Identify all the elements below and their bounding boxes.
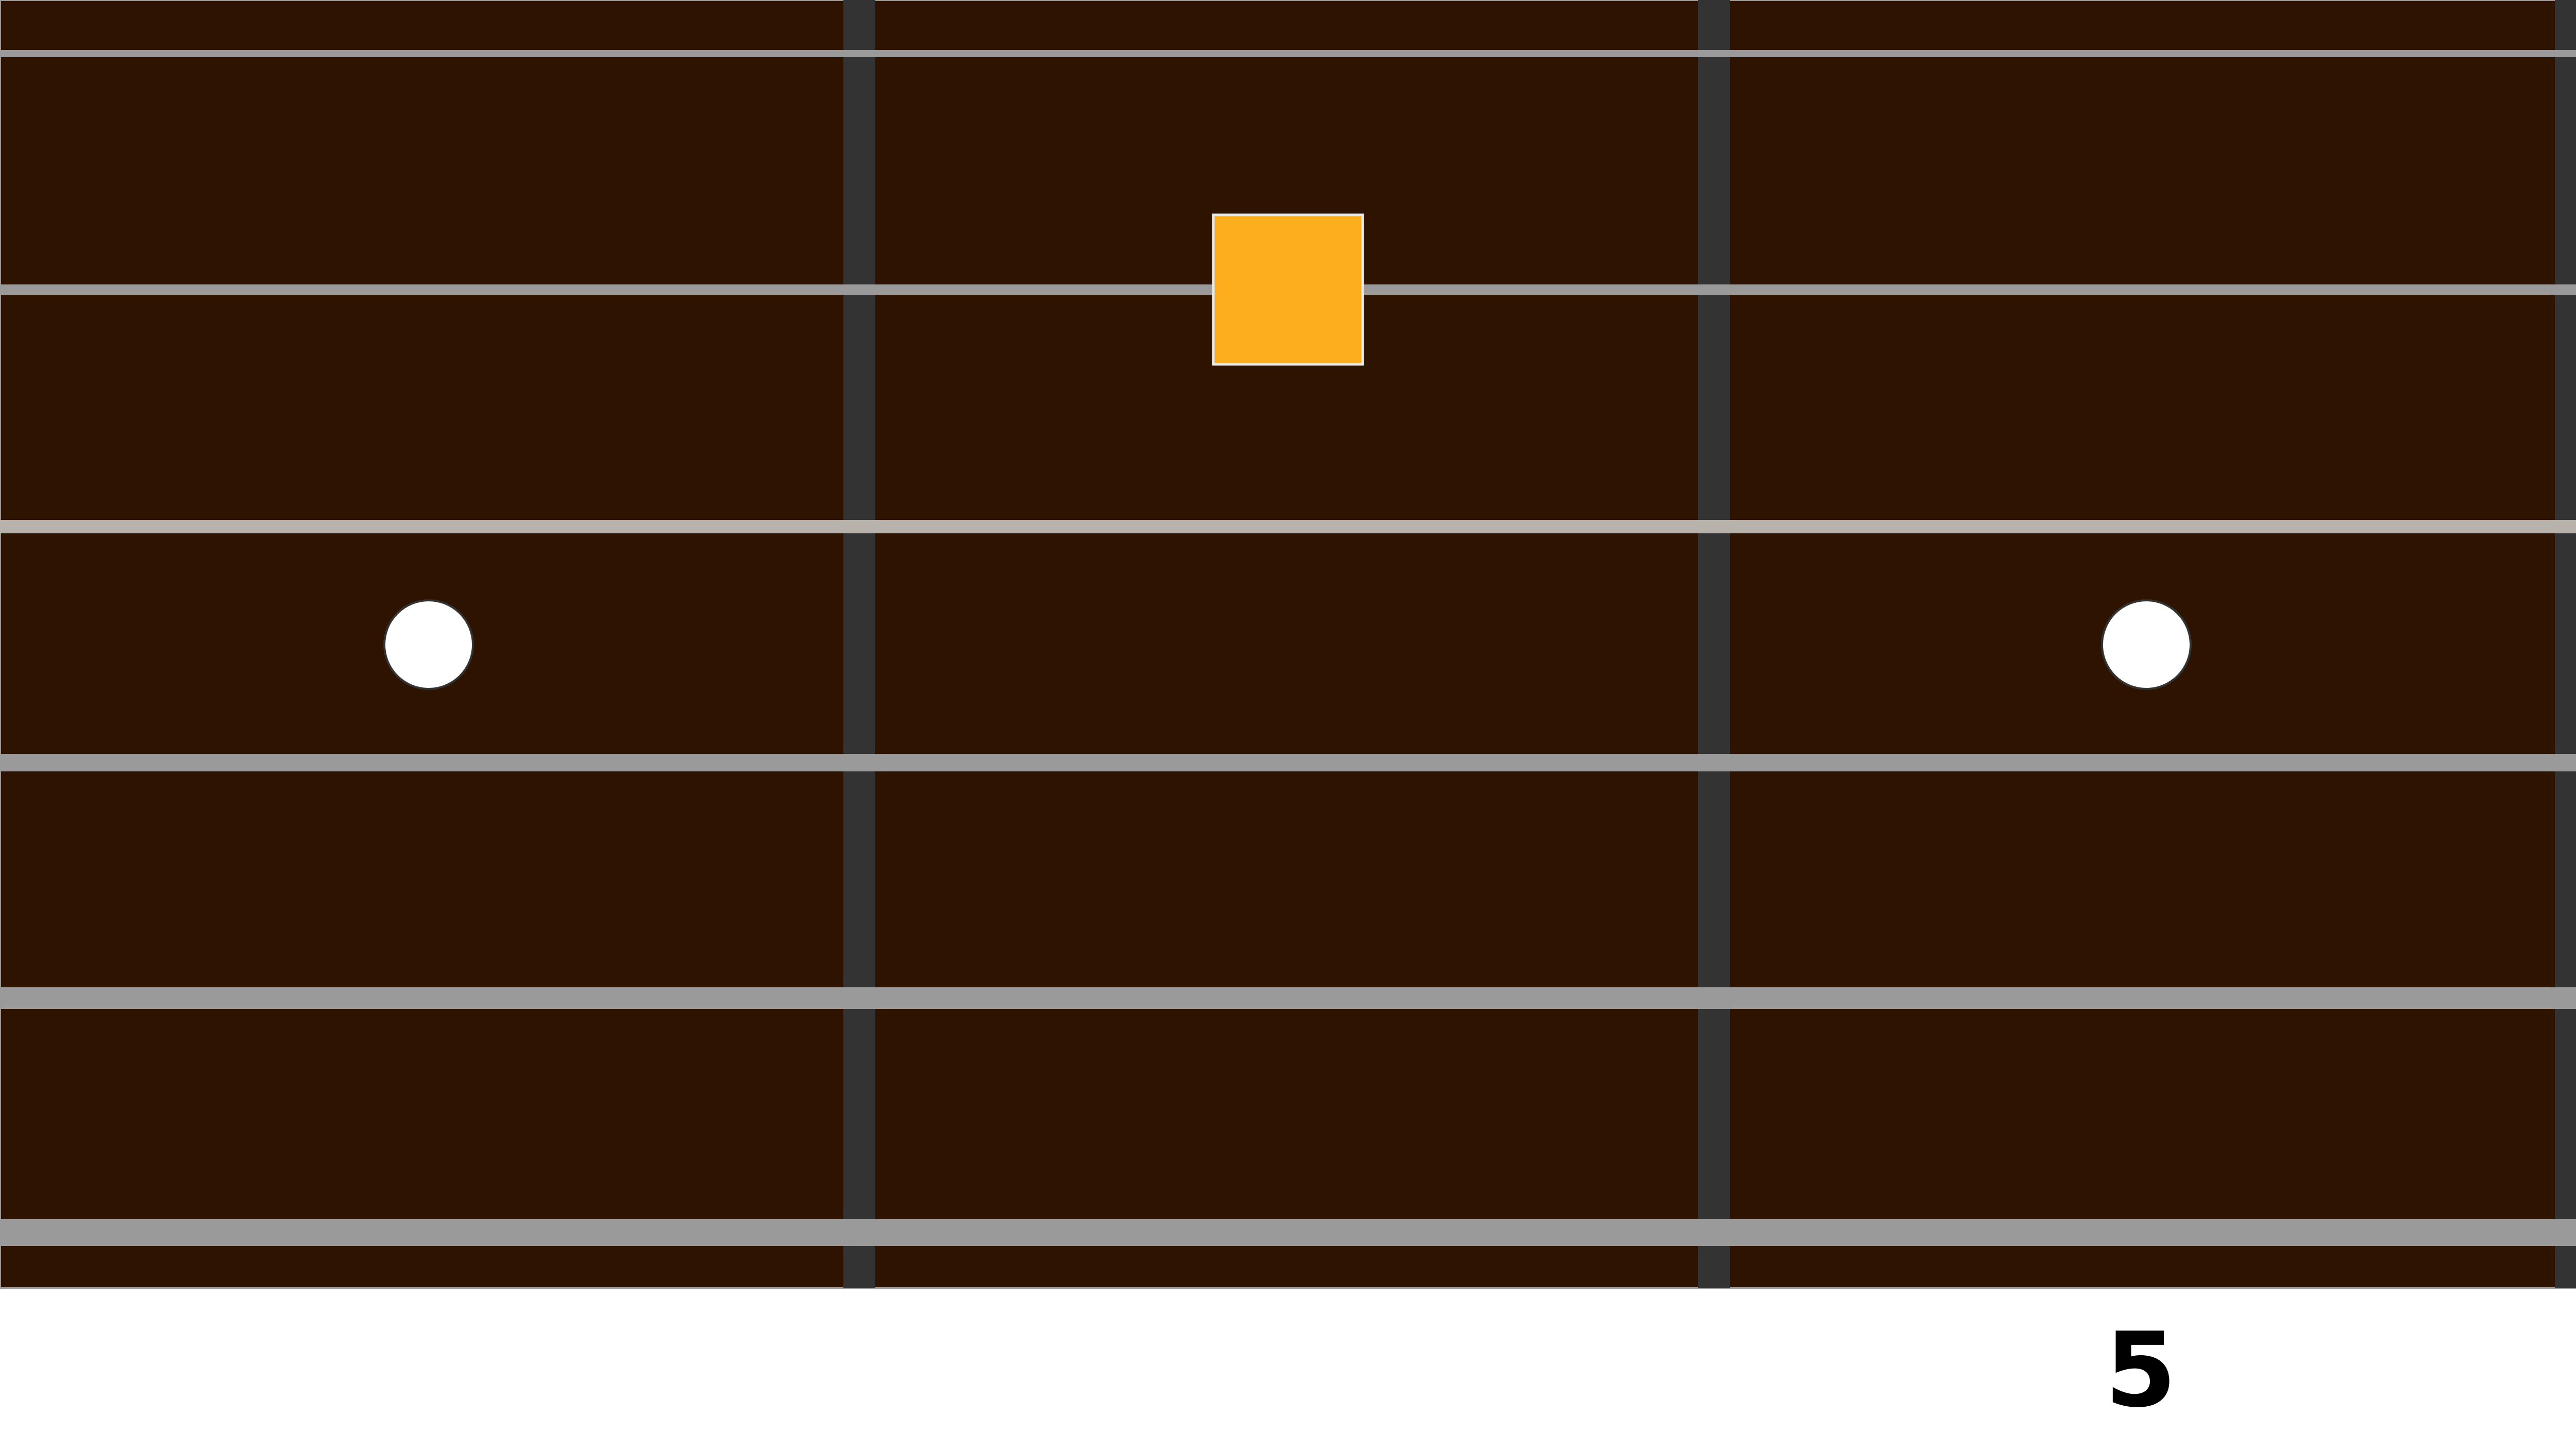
frets [843,0,2576,1288]
fret-numbers: 5 [2105,1310,2176,1430]
guitar-string [0,520,2576,533]
circle-inlay-icon [383,599,474,690]
fret-wire [1698,0,1730,1288]
notes [1212,213,1364,366]
guitar-string [0,50,2576,57]
fret-wire [843,0,875,1288]
strings [0,50,2576,1246]
fret-wire [2555,0,2576,1288]
guitar-string [0,754,2576,771]
square-marker-icon [1212,213,1364,366]
fret-number-label: 5 [2105,1310,2176,1430]
circle-inlay-icon [2101,599,2192,690]
inlays [383,599,2192,690]
guitar-string [0,1219,2576,1246]
guitar-string [0,987,2576,1009]
